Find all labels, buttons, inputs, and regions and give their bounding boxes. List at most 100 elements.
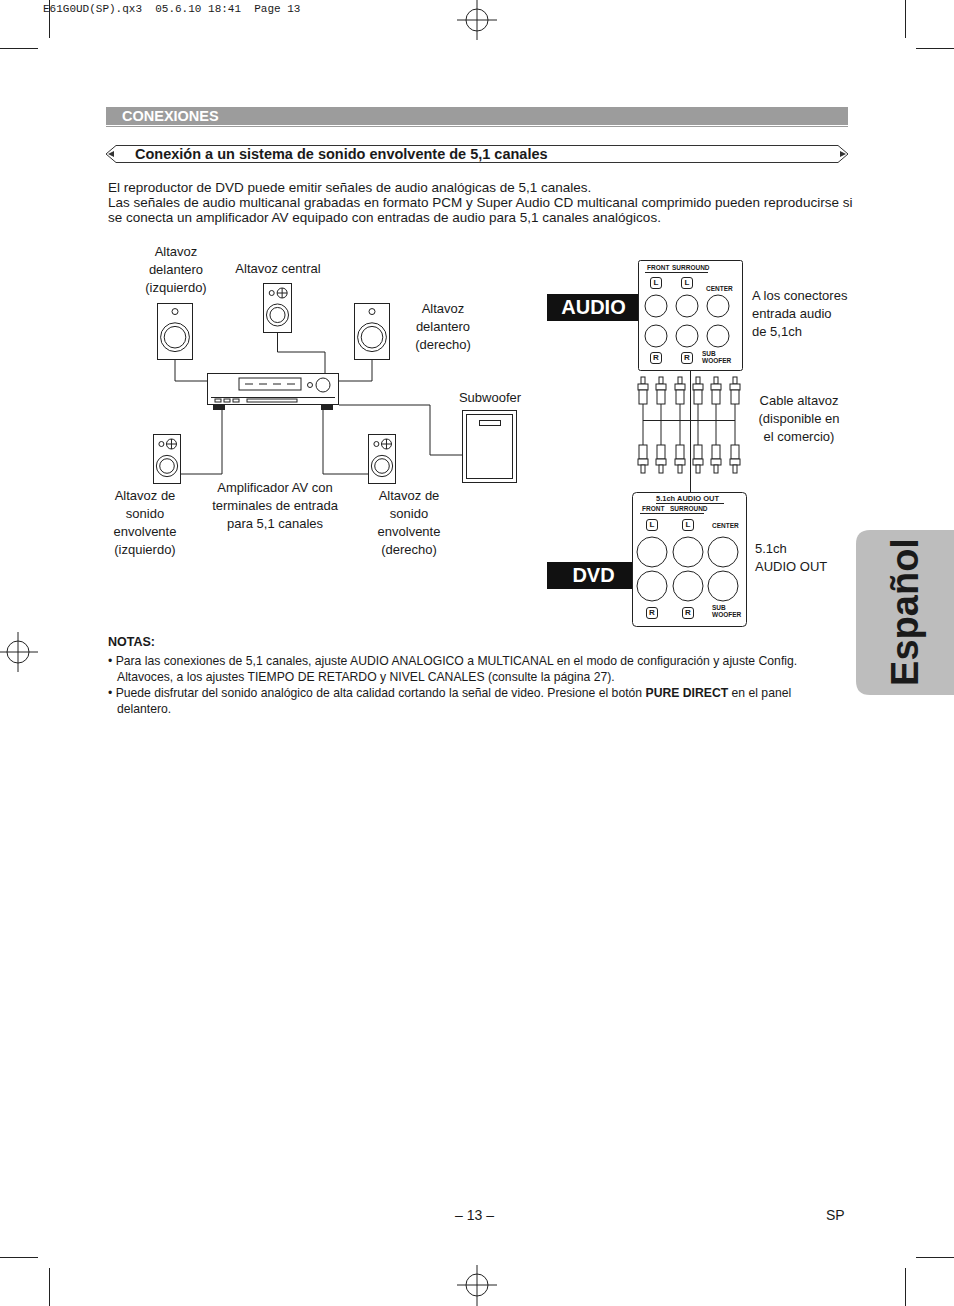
registration-mark	[0, 652, 38, 653]
jack-panel-outline	[708, 537, 738, 567]
center-speaker-outline	[270, 307, 285, 322]
subwoofer-outline	[467, 415, 513, 479]
jack-panel-outline	[676, 325, 698, 347]
cable-plug	[639, 390, 647, 404]
av-amplifier-outline	[316, 378, 330, 392]
cable-plug	[676, 445, 684, 459]
registration-mark	[18, 632, 19, 672]
cable-plug	[714, 465, 718, 473]
cable-plug	[730, 384, 740, 390]
cable-plug	[731, 445, 739, 459]
jack-label: CENTER	[712, 522, 739, 529]
cable-plug	[730, 459, 740, 465]
av-amplifier-outline	[215, 399, 221, 402]
cable-plug	[694, 390, 702, 404]
cable-plug	[735, 404, 736, 445]
cable-plug	[714, 377, 718, 384]
device-tag: DVD	[547, 562, 640, 589]
cable-plug	[657, 445, 665, 459]
crop-mark	[0, 48, 38, 49]
part-label: Altavoz de sonido envolvente (izquierdo)	[105, 487, 185, 559]
cable-plug	[731, 390, 739, 404]
crop-mark	[905, 0, 906, 38]
surround-speaker-outline	[171, 439, 172, 449]
speaker-wire	[181, 410, 222, 474]
channel-mark: R	[646, 607, 658, 619]
surround-speaker-outline	[154, 435, 181, 484]
jack-panel-outline	[645, 272, 708, 273]
jack-label: FRONT	[647, 264, 669, 271]
surround-speaker-outline	[153, 434, 181, 484]
section-title: Conexión a un sistema de sonido envolven…	[135, 146, 548, 163]
crop-mark	[916, 48, 954, 49]
note-text: • Para las conexiones de 5,1 canales, aj…	[108, 653, 835, 685]
device-tag: AUDIO	[547, 294, 640, 321]
language-tab-text: Español	[884, 538, 926, 686]
cable-plug	[693, 459, 703, 465]
jack-panel-outline	[645, 325, 667, 347]
av-amplifier-outline	[211, 397, 335, 398]
crop-mark	[49, 1268, 50, 1306]
jack-label: 5.1ch AUDIO OUT	[656, 494, 719, 503]
jack-label: SUB WOOFER	[702, 350, 736, 364]
file-header: E61G0UD(SP).qx3 05.6.10 18:41 Page 13	[43, 3, 300, 16]
jack-panel-outline	[637, 537, 667, 567]
cable-plug	[696, 377, 700, 384]
speaker-wire	[278, 333, 326, 373]
channel-mark: R	[650, 352, 662, 364]
cable-plug	[676, 390, 684, 404]
channel-mark: L	[681, 277, 693, 289]
cable-plug	[733, 377, 737, 384]
language-tab	[856, 530, 954, 695]
cable-plug	[698, 404, 699, 445]
cable-plug	[641, 377, 645, 384]
title-band	[106, 146, 848, 163]
surround-speaker: Altavoz de sonido envolvente (derecho)	[368, 434, 396, 484]
speaker-wire	[339, 360, 372, 381]
av-amplifier-outline	[287, 384, 295, 385]
cable-plug	[643, 420, 735, 421]
cable-plug	[712, 445, 720, 459]
callout-text: A los conectores entrada audio de 5,1ch	[752, 287, 848, 341]
channel-mark: R	[681, 352, 693, 364]
jack-label: SURROUND	[670, 505, 708, 512]
title-band	[106, 146, 848, 163]
title-band	[108, 151, 114, 157]
front-speaker-outline	[358, 323, 387, 352]
av-amplifier-outline	[321, 405, 333, 410]
cable-plug	[711, 384, 721, 390]
cable-plug	[733, 465, 737, 473]
cable-plug	[638, 384, 648, 390]
surround-speaker-outline	[369, 435, 396, 484]
center-speaker-outline	[282, 288, 283, 298]
speaker-wire	[690, 371, 691, 492]
jack-label: SURROUND	[672, 264, 710, 271]
note-text: • Puede disfrutar del sonido analógico d…	[108, 686, 642, 700]
subwoofer-outline	[463, 411, 517, 483]
part-label: Amplificador AV con terminales de entrad…	[200, 479, 350, 533]
front-speaker-outline	[172, 309, 178, 315]
title-band	[840, 151, 846, 157]
cable-plug	[694, 445, 702, 459]
cable-plug	[659, 465, 663, 473]
av-amplifier-outline	[239, 378, 301, 390]
surround-speaker-outline	[166, 439, 176, 449]
jack-panel-outline	[673, 537, 703, 567]
surround-speaker-outline	[156, 455, 177, 476]
jack-panel-outline	[633, 493, 747, 627]
av-amplifier-outline	[233, 399, 239, 402]
part-label: Subwoofer	[448, 389, 532, 407]
cable-plug	[656, 459, 666, 465]
jack-panel-outline	[673, 571, 703, 601]
cable-plug	[716, 404, 717, 445]
body-text: El reproductor de DVD puede emitir señal…	[108, 181, 853, 196]
front-speaker-outline	[369, 309, 375, 315]
cable-plug	[639, 445, 647, 459]
language-code: SP	[826, 1207, 845, 1223]
crop-mark	[0, 1257, 38, 1258]
notes-heading: NOTAS:	[108, 635, 155, 650]
channel-mark: L	[650, 277, 662, 289]
subwoofer-outline	[480, 421, 501, 426]
front-speaker: Altavoz delantero (derecho)	[354, 303, 390, 360]
